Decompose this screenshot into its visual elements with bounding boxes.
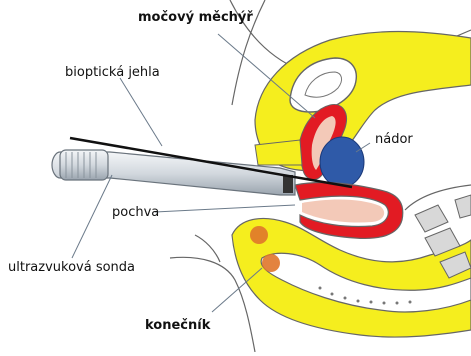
label-probe: ultrazvuková sonda (8, 260, 135, 275)
label-needle: bioptická jehla (65, 65, 160, 80)
periurethral-fat (255, 140, 302, 165)
vagina-inner (302, 200, 384, 223)
label-tumor: nádor (375, 132, 413, 147)
label-bladder: močový měchýř (138, 10, 253, 25)
label-vagina: pochva (112, 205, 159, 220)
rectum-lesion-bottom (262, 254, 280, 272)
rectum-lesion-top (250, 226, 268, 244)
label-rectum: konečník (145, 318, 210, 333)
tumor-shape (320, 137, 364, 187)
